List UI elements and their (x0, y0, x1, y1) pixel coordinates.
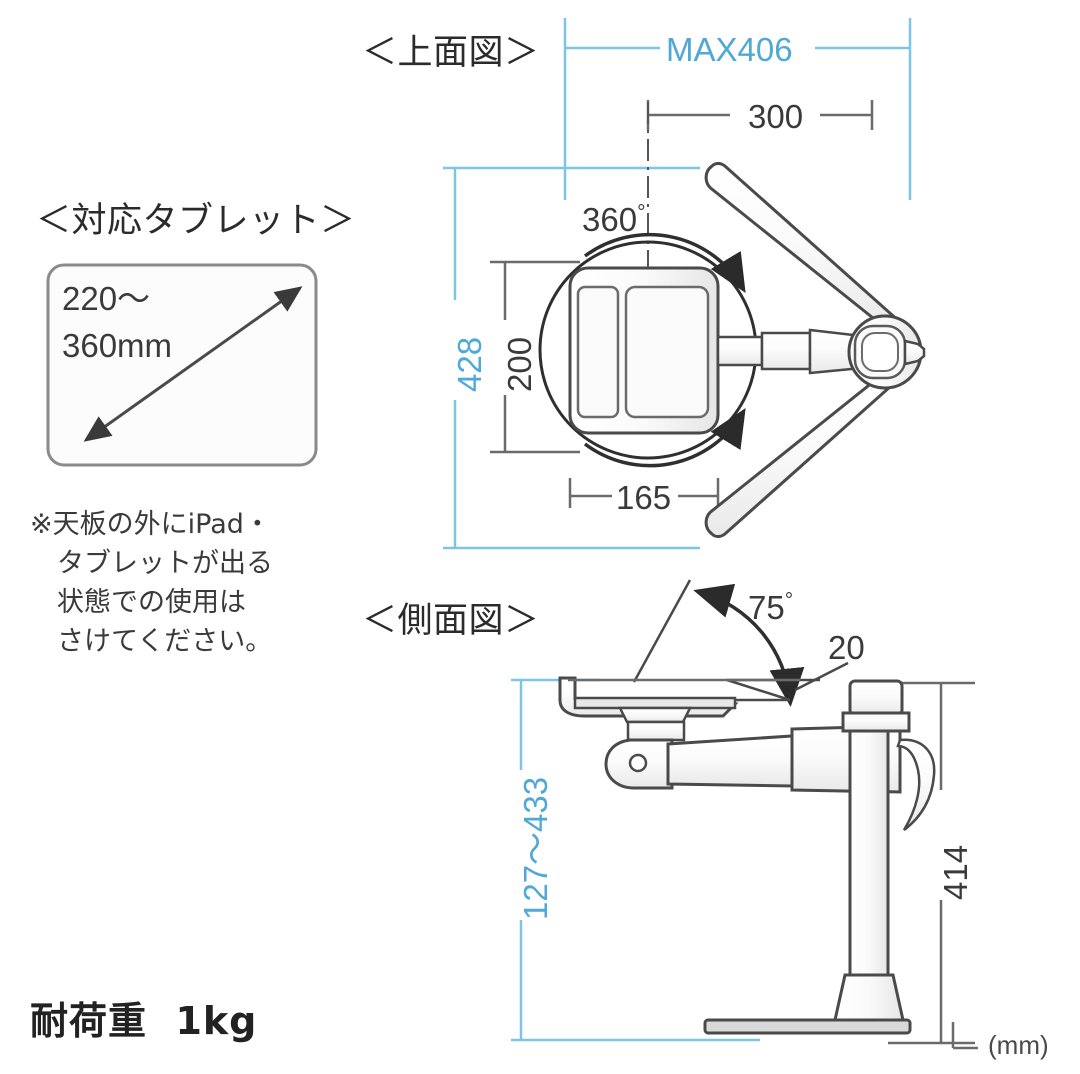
tray-mount-block (617, 706, 693, 742)
dim-label-165: 165 (616, 479, 672, 516)
dim-label-414: 414 (937, 844, 974, 900)
holder-inner-main (624, 285, 710, 419)
diagonal-size-arrow (83, 286, 303, 442)
v-base-leg-lower (704, 366, 903, 538)
dim-label-428: 428 (451, 336, 488, 392)
vertical-post (848, 729, 890, 977)
dim-label-max406: MAX406 (666, 31, 793, 68)
tablet-spec-heading: ＜対応タブレット＞ (36, 201, 356, 241)
dim-label-75-tilt: 75° (748, 588, 793, 628)
base-apex-hub (847, 314, 926, 390)
load-capacity-label: 耐荷重 1kg (30, 999, 258, 1043)
post-foot-flare (833, 973, 905, 1022)
detail-20-leader (794, 661, 849, 692)
rotation-degree-symbol: ° (637, 201, 646, 224)
clamp-knob-top (903, 339, 926, 366)
unit-corner-tick (951, 1022, 978, 1050)
side-view-drawing (511, 579, 978, 1050)
rotation-value: 360 (582, 201, 638, 238)
holder-inner-left (576, 285, 620, 419)
dim-label-20: 20 (828, 629, 865, 666)
top-view-drawing (443, 18, 926, 550)
rotation-arrow-top (583, 232, 746, 293)
dim-165 (568, 478, 720, 508)
tilt-angle-arc (693, 583, 805, 707)
dim-200 (490, 260, 580, 454)
post-top-collar (841, 679, 911, 733)
ball-joint-knuckle (604, 738, 674, 790)
dim-max406 (563, 18, 912, 200)
v-base-leg-upper (704, 162, 903, 334)
dim-428 (443, 166, 700, 550)
dim-414 (888, 681, 975, 1045)
side-view-heading: ＜側面図＞ (362, 601, 540, 641)
top-view-heading: ＜上面図＞ (362, 33, 540, 73)
rotation-arrow-bottom (583, 408, 746, 468)
clamp-lever-side (896, 738, 936, 831)
tablet-tray-side (558, 676, 800, 718)
dim-label-300: 300 (748, 98, 804, 135)
tablet-size-line2: 360mm (62, 327, 173, 364)
dim-label-127-433: 127～433 (517, 776, 554, 920)
usage-caution-note: ※天板の外にiPad・ タブレットが出る 状態での使用は さけてください。 (30, 509, 273, 658)
tablet-spec-box (46, 263, 318, 467)
telescoping-arm-top (716, 328, 864, 375)
tilt-reference-line (632, 579, 692, 683)
dim-label-360-rotation: 360° (582, 200, 645, 240)
tablet-size-line1: 220～ (62, 280, 151, 317)
tilt-value: 75 (748, 589, 785, 626)
base-plate-side (703, 1018, 912, 1035)
unit-label: (mm) (988, 1030, 1049, 1060)
dim-label-200: 200 (501, 336, 538, 392)
tilt-degree-symbol: ° (784, 589, 794, 612)
